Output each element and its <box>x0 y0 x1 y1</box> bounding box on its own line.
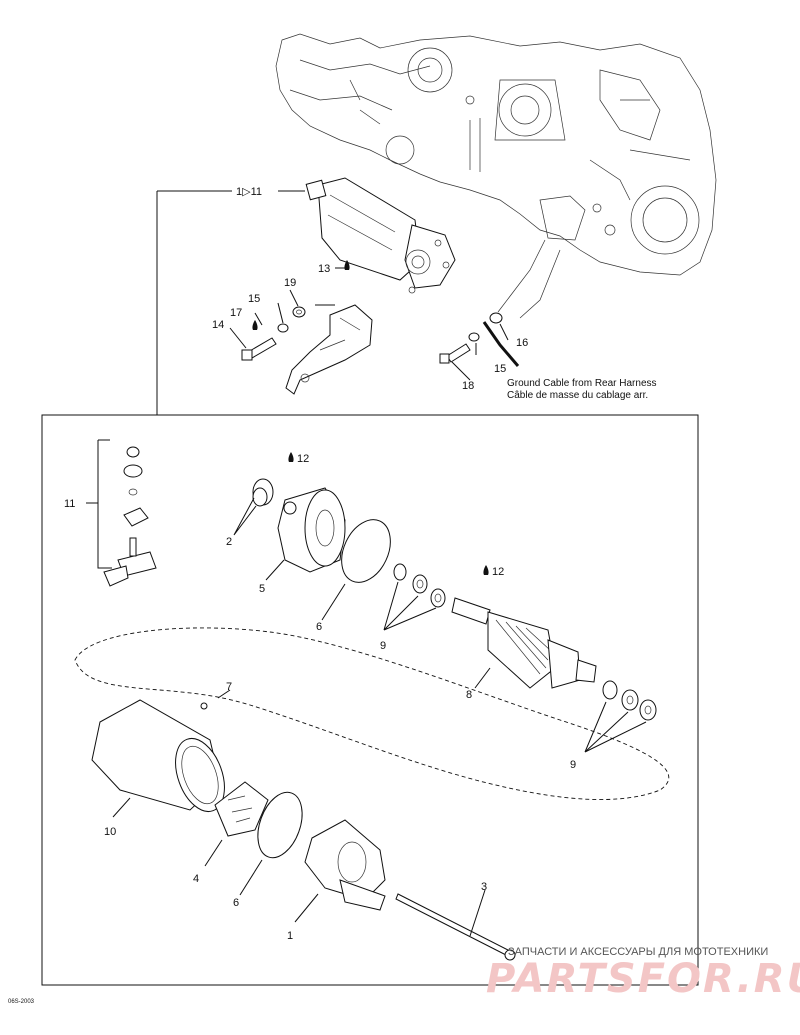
washer-15-right <box>468 332 480 342</box>
label-4: 4 <box>193 873 199 885</box>
o-ring-2 <box>252 478 274 507</box>
nut-16 <box>489 312 503 324</box>
yoke-frame-10 <box>91 699 225 812</box>
o-ring-7 <box>200 702 208 710</box>
drive-end-housing-5 <box>277 487 346 573</box>
washers-9-right <box>602 680 657 721</box>
ground-cable <box>482 239 546 367</box>
label-10: 10 <box>104 826 116 838</box>
brush-holder-4 <box>214 781 269 837</box>
ground-cable-caption-en: Ground Cable from Rear Harness <box>507 378 657 389</box>
armature-8 <box>451 597 597 689</box>
label-top-group: 1▷11 <box>236 186 262 198</box>
exploded-view-frame <box>41 414 699 986</box>
label-11: 11 <box>64 498 75 510</box>
terminal-kit-11 <box>86 439 157 587</box>
watermark-tagline: ЗАПЧАСТИ И АКСЕССУАРЫ ДЛЯ МОТОТЕХНИКИ <box>508 946 768 958</box>
figure-code: 06S-2003 <box>8 999 35 1005</box>
o-ring-6-top <box>341 519 391 583</box>
label-12b: 12 <box>492 566 504 578</box>
starter-motor-assembled <box>305 177 456 294</box>
label-19: 19 <box>284 277 296 289</box>
assembly-boundary-dashed <box>74 627 670 800</box>
leaders-top <box>156 190 509 415</box>
bolt-14 <box>241 337 277 361</box>
through-bolt-3 <box>395 893 516 961</box>
loctite-drop-icon <box>252 260 489 575</box>
label-12a: 12 <box>297 453 309 465</box>
label-16: 16 <box>516 337 528 349</box>
engine-block <box>275 33 717 319</box>
label-13: 13 <box>318 263 330 275</box>
ground-cable-caption-fr: Câble de masse du cablage arr. <box>507 390 648 401</box>
label-1: 1 <box>287 930 293 942</box>
starter-bracket <box>285 304 373 395</box>
label-17: 17 <box>230 307 242 319</box>
label-9a: 9 <box>380 640 386 652</box>
label-15a: 15 <box>248 293 260 305</box>
label-18: 18 <box>462 380 474 392</box>
watermark-logo: PARTSFOR.RU <box>486 956 800 1002</box>
leaders-main <box>112 497 647 937</box>
label-6b: 6 <box>233 897 239 909</box>
label-3: 3 <box>481 881 487 893</box>
label-8: 8 <box>466 689 472 701</box>
washer-15-top <box>277 323 289 333</box>
label-14: 14 <box>212 319 224 331</box>
label-6a: 6 <box>316 621 322 633</box>
label-2: 2 <box>226 536 232 548</box>
label-5: 5 <box>259 583 265 595</box>
nut-19 <box>292 306 306 318</box>
commutator-end-cap-1 <box>304 819 386 911</box>
o-ring-6-bottom <box>257 791 303 859</box>
bolt-18 <box>439 343 471 364</box>
washers-9-top <box>393 563 446 608</box>
label-7: 7 <box>226 681 232 693</box>
label-9b: 9 <box>570 759 576 771</box>
label-15b: 15 <box>494 363 506 375</box>
